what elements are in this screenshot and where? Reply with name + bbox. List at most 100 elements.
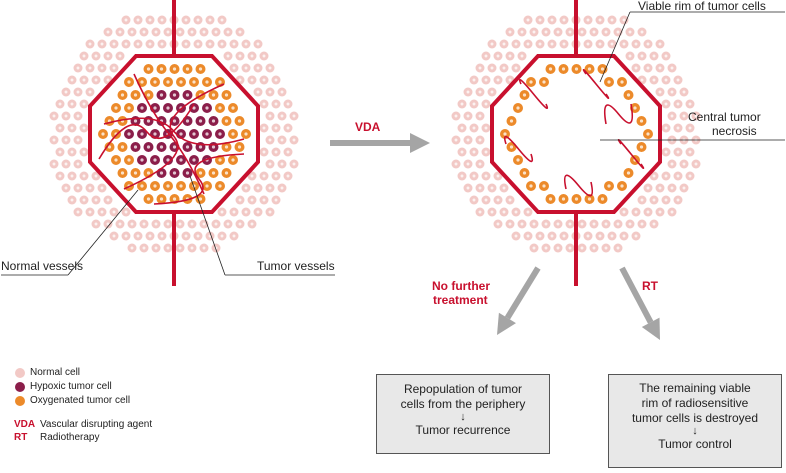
normal-cell-nucleus — [676, 198, 680, 202]
legend-vda-abbr: VDA — [14, 419, 36, 430]
arrow-rt-head — [641, 317, 660, 340]
oxygenated-tumor-cell-nucleus — [211, 93, 216, 97]
hypoxic-tumor-cell-nucleus — [192, 106, 196, 110]
normal-cell-nucleus — [136, 18, 140, 22]
normal-cell-nucleus — [652, 222, 656, 226]
normal-cell-nucleus — [478, 66, 482, 70]
oxygenated-tumor-cell-nucleus — [587, 67, 592, 71]
normal-cell-nucleus — [682, 186, 686, 190]
normal-cell-nucleus — [268, 66, 272, 70]
normal-cell-nucleus — [694, 114, 698, 118]
normal-cell-nucleus — [676, 102, 680, 106]
down-arrow-icon: ↓ — [460, 411, 466, 423]
normal-cell-nucleus — [604, 246, 608, 250]
normal-cell-nucleus — [184, 234, 188, 238]
normal-cell-nucleus — [244, 210, 248, 214]
oxygenated-tumor-cell-nucleus — [626, 93, 631, 97]
normal-cell-nucleus — [670, 210, 674, 214]
normal-cell-nucleus — [568, 246, 572, 250]
normal-cell-nucleus — [106, 198, 110, 202]
normal-cell-nucleus — [232, 66, 236, 70]
normal-cell-nucleus — [454, 162, 458, 166]
normal-cell-nucleus — [280, 186, 284, 190]
normal-cell-nucleus — [82, 102, 86, 106]
normal-cell-nucleus — [76, 210, 80, 214]
normal-cell-nucleus — [592, 222, 596, 226]
normal-cell-nucleus — [544, 222, 548, 226]
normal-cell-nucleus — [52, 114, 56, 118]
tumor-vessel — [98, 103, 195, 160]
outcome-box-control: The remaining viable rim of radiosensiti… — [608, 374, 782, 468]
normal-vessel-ring — [88, 54, 260, 214]
normal-cell-nucleus — [64, 114, 68, 118]
normal-cell-nucleus — [136, 234, 140, 238]
oxygenated-tumor-cell-nucleus — [198, 67, 203, 71]
normal-cell-nucleus — [670, 162, 674, 166]
hypoxic-tumor-cell-nucleus — [218, 132, 222, 136]
normal-cell-nucleus — [280, 90, 284, 94]
normal-cell-nucleus — [646, 210, 650, 214]
normal-cell-nucleus — [82, 174, 86, 178]
oxygenated-tumor-cell-nucleus — [218, 158, 222, 162]
normal-cell-nucleus — [256, 210, 260, 214]
normal-cell-nucleus — [220, 42, 224, 46]
normal-cell-nucleus — [262, 174, 266, 178]
normal-cell-nucleus — [274, 198, 278, 202]
normal-cell-nucleus — [622, 210, 626, 214]
oxygenated-tumor-cell-nucleus — [224, 171, 229, 175]
normal-cell-nucleus — [526, 42, 530, 46]
normal-cell-nucleus — [496, 174, 500, 178]
callout-viable-leader — [599, 11, 631, 83]
normal-cell-nucleus — [622, 234, 626, 238]
normal-cell-nucleus — [490, 90, 494, 94]
tumor-vessel — [123, 83, 225, 190]
normal-cell-nucleus — [466, 138, 470, 142]
normal-cell-nucleus — [70, 150, 74, 154]
normal-cell-nucleus — [598, 18, 602, 22]
normal-cell-nucleus — [562, 18, 566, 22]
normal-cell-nucleus — [184, 42, 188, 46]
normal-cell-nucleus — [526, 210, 530, 214]
hypoxic-tumor-cell-nucleus — [172, 171, 177, 175]
arrow-no-treatment-shaft — [504, 266, 541, 320]
normal-cell-nucleus — [610, 234, 614, 238]
normal-cell-nucleus — [82, 198, 86, 202]
normal-cell-nucleus — [598, 42, 602, 46]
oxygenated-tumor-cell-nucleus — [224, 119, 229, 123]
normal-cell-nucleus — [232, 210, 236, 214]
normal-cell-nucleus — [460, 150, 464, 154]
oxygenated-tumor-cell-nucleus — [607, 80, 611, 84]
hypoxic-tumor-cell-nucleus — [179, 132, 183, 136]
legend-normal: Normal cell — [30, 367, 81, 378]
normal-cell-nucleus — [526, 234, 530, 238]
hypoxic-tumor-cell-nucleus — [166, 106, 170, 110]
normal-cell-nucleus — [664, 78, 668, 82]
oxygenated-tumor-cell-nucleus — [224, 93, 229, 97]
normal-cell-nucleus — [496, 78, 500, 82]
normal-cell-nucleus — [142, 222, 146, 226]
normal-cell-nucleus — [82, 126, 86, 130]
hypoxic-tumor-cell-nucleus — [192, 132, 196, 136]
normal-cell-nucleus — [202, 30, 206, 34]
oxygenated-tumor-cell-nucleus — [548, 67, 553, 71]
normal-cell-nucleus — [268, 138, 272, 142]
normal-cell-nucleus — [166, 246, 170, 250]
normal-cell-nucleus — [238, 78, 242, 82]
down-arrow-icon: ↓ — [692, 425, 698, 437]
normal-cell-nucleus — [538, 42, 542, 46]
normal-cell-nucleus — [280, 114, 284, 118]
oxygenated-tumor-cell-nucleus — [127, 80, 131, 84]
normal-cell-nucleus — [562, 234, 566, 238]
normal-cell-nucleus — [52, 138, 56, 142]
oxygenated-tumor-cell-nucleus — [159, 67, 164, 71]
normal-cell-nucleus — [232, 234, 236, 238]
box-left-line2: cells from the periphery — [400, 397, 526, 411]
normal-cell-nucleus — [484, 54, 488, 58]
hypoxic-tumor-cell-nucleus — [146, 119, 151, 123]
normal-cell-nucleus — [196, 234, 200, 238]
hypoxic-tumor-cell-nucleus — [179, 158, 183, 162]
normal-cell-nucleus — [94, 222, 98, 226]
normal-cell-nucleus — [478, 90, 482, 94]
normal-cell-icon — [15, 368, 25, 378]
oxygenated-tumor-cell-nucleus — [646, 132, 650, 136]
